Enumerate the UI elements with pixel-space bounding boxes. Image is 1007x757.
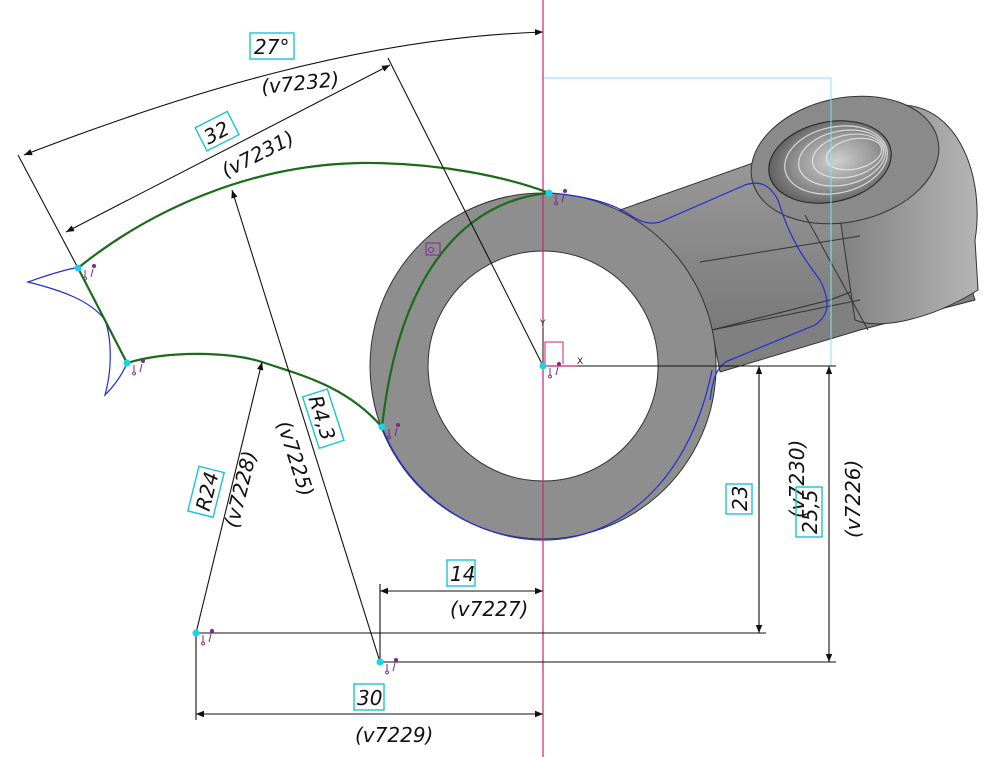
sketch-point[interactable] <box>376 658 399 675</box>
dim-value: 30 <box>357 686 382 710</box>
dim-len-14[interactable]: 14 (v7227) <box>446 559 528 621</box>
sketch-point[interactable] <box>123 359 146 376</box>
sketch-point[interactable] <box>192 629 215 646</box>
dim-value: 27° <box>254 35 289 59</box>
coincident-constraint-icon <box>201 633 212 646</box>
point-marker[interactable] <box>539 362 547 370</box>
sketch-point[interactable] <box>74 264 97 281</box>
point-marker[interactable] <box>74 264 82 272</box>
dim-len-25-5[interactable]: 25,5 (v7226) <box>795 460 865 538</box>
point-marker[interactable] <box>545 189 553 197</box>
xy-axis-icon[interactable]: X Y <box>539 319 583 367</box>
dim-value: 25,5 <box>798 489 822 534</box>
point-marker[interactable] <box>376 658 384 666</box>
dim-value: 14 <box>450 562 475 586</box>
dim-value-box <box>725 483 753 515</box>
coincident-constraint-icon <box>387 427 398 440</box>
dim-variable: (v7225) <box>272 418 319 500</box>
sketch-point[interactable] <box>539 362 562 379</box>
constraint-dot <box>141 359 145 363</box>
sketch-point[interactable] <box>378 423 401 440</box>
sketch-profile[interactable] <box>77 161 550 428</box>
dim-value-box <box>249 32 295 60</box>
point-marker[interactable] <box>378 423 386 431</box>
axis-y-label: Y <box>539 319 546 329</box>
coincident-constraint-icon <box>554 193 565 206</box>
point-marker[interactable] <box>192 629 200 637</box>
dim-value: 23 <box>728 486 752 511</box>
constraint-dot <box>210 629 214 633</box>
dim-variable: (v7230) <box>785 440 809 518</box>
sketch-points[interactable] <box>74 189 568 675</box>
constraint-dot <box>394 658 398 662</box>
dim-angle-27[interactable]: 27° (v7232) <box>249 32 340 99</box>
axis-x-label: X <box>577 357 583 367</box>
dim-variable: (v7232) <box>260 67 340 99</box>
sketch-plane-icon <box>425 242 441 256</box>
dim-value-box <box>301 388 345 450</box>
dim-value-box <box>194 110 240 152</box>
arm-edges <box>699 214 869 331</box>
ring-face[interactable] <box>369 192 717 540</box>
coincident-constraint-icon <box>385 662 396 675</box>
dim-value-box <box>187 465 226 519</box>
dim-rad-24[interactable]: R24 (v7228) <box>187 448 262 530</box>
coincident-constraint-icon <box>132 363 143 376</box>
dim-value: R24 <box>191 469 224 513</box>
dim-value-box <box>353 683 385 711</box>
coincident-constraint-icon <box>548 366 559 379</box>
coincident-constraint-icon <box>83 268 94 281</box>
dim-value-box <box>795 486 823 538</box>
sketch-point[interactable] <box>545 189 568 206</box>
dim-rad-43[interactable]: R4,3 (v7225) <box>272 388 345 500</box>
constraint-dot <box>92 264 96 268</box>
3d-part[interactable] <box>369 80 979 540</box>
dim-variable: (v7228) <box>219 448 261 530</box>
dim-value-box <box>446 559 476 587</box>
dim-value: 32 <box>200 116 234 149</box>
constraint-dot <box>563 189 567 193</box>
constraint-dot <box>396 423 400 427</box>
point-marker[interactable] <box>123 359 131 367</box>
constraint-dot <box>557 362 561 366</box>
thread-rings <box>784 125 888 195</box>
dim-variable: (v7229) <box>355 723 433 747</box>
dim-variable: (v7226) <box>841 460 865 538</box>
dimension-geometry <box>17 29 836 720</box>
dim-variable: (v7227) <box>450 597 528 621</box>
dim-len-30[interactable]: 30 (v7229) <box>353 683 433 747</box>
dim-len-23[interactable]: 23 (v7230) <box>725 440 809 518</box>
